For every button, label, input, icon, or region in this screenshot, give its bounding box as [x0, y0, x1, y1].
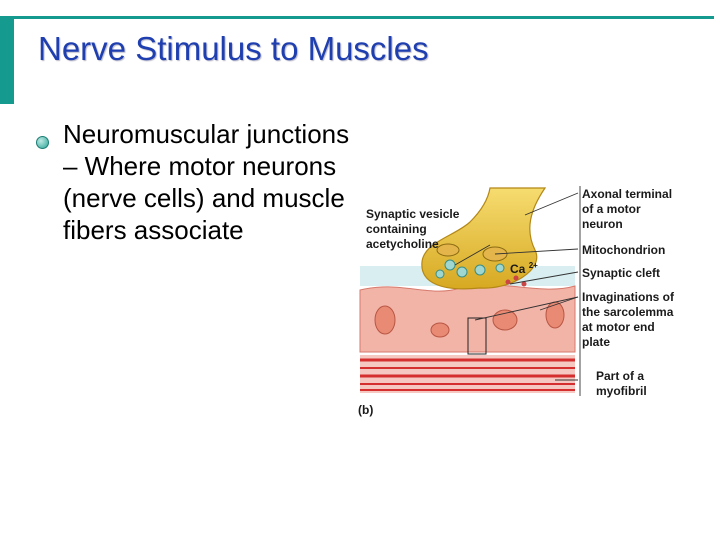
label-line: Invaginations of — [582, 290, 675, 304]
label-synaptic-vesicle: Synaptic vesicle containing acetycholine — [366, 207, 463, 251]
label-line: myofibril — [596, 384, 647, 398]
calcium-charge: 2+ — [529, 261, 538, 270]
leader-invagination-b — [539, 296, 579, 311]
leader-axonal-terminal — [524, 192, 579, 216]
synaptic-vesicle — [456, 266, 468, 278]
leader-mitochondrion — [494, 248, 579, 255]
label-line: plate — [582, 335, 610, 349]
synaptic-vesicle — [444, 259, 456, 271]
leader-invagination-a — [474, 296, 579, 321]
label-calcium: Ca 2+ — [510, 261, 538, 276]
label-line: the sarcolemma — [582, 305, 674, 319]
muscle-mitochondrion — [374, 305, 396, 335]
title-rule — [14, 16, 714, 19]
synaptic-vesicle — [495, 263, 505, 273]
label-axonal-terminal: Axonal terminal of a motor neuron — [582, 187, 675, 231]
leader-vesicle — [454, 244, 491, 266]
leader-lines — [454, 186, 581, 396]
label-line: containing — [366, 222, 427, 236]
leader-cleft — [509, 271, 579, 285]
synaptic-vesicle — [474, 264, 486, 276]
panel-label: (b) — [358, 403, 373, 417]
label-myofibril: Part of a myofibril — [596, 369, 647, 398]
label-invaginations: Invaginations of the sarcolemma at motor… — [582, 290, 677, 349]
calcium-ion — [521, 281, 527, 287]
label-line: acetycholine — [366, 237, 439, 251]
label-line: of a motor — [582, 202, 641, 216]
bullet-icon — [36, 136, 49, 149]
calcium-symbol: Ca — [510, 262, 526, 276]
label-line: Part of a — [596, 369, 644, 383]
bullet-text: Neuromuscular junctions – Where motor ne… — [63, 119, 350, 245]
label-mitochondrion: Mitochondrion — [582, 243, 665, 257]
label-line: neuron — [582, 217, 623, 231]
label-line: at motor end — [582, 320, 655, 334]
label-line: Axonal terminal — [582, 187, 672, 201]
detail-box — [467, 317, 487, 355]
label-line: Synaptic vesicle — [366, 207, 460, 221]
slide-title: Nerve Stimulus to Muscles — [38, 30, 429, 67]
muscle-mitochondrion — [430, 322, 450, 338]
calcium-ion — [513, 275, 519, 281]
accent-bar — [0, 16, 14, 104]
label-synaptic-cleft: Synaptic cleft — [582, 266, 660, 280]
muscle-mitochondrion — [545, 301, 565, 329]
synaptic-vesicle — [435, 269, 445, 279]
neuron-mitochondrion — [436, 243, 460, 257]
neuromuscular-junction-diagram: Synaptic vesicle containing acetycholine… — [358, 186, 677, 417]
calcium-ion — [505, 279, 511, 285]
